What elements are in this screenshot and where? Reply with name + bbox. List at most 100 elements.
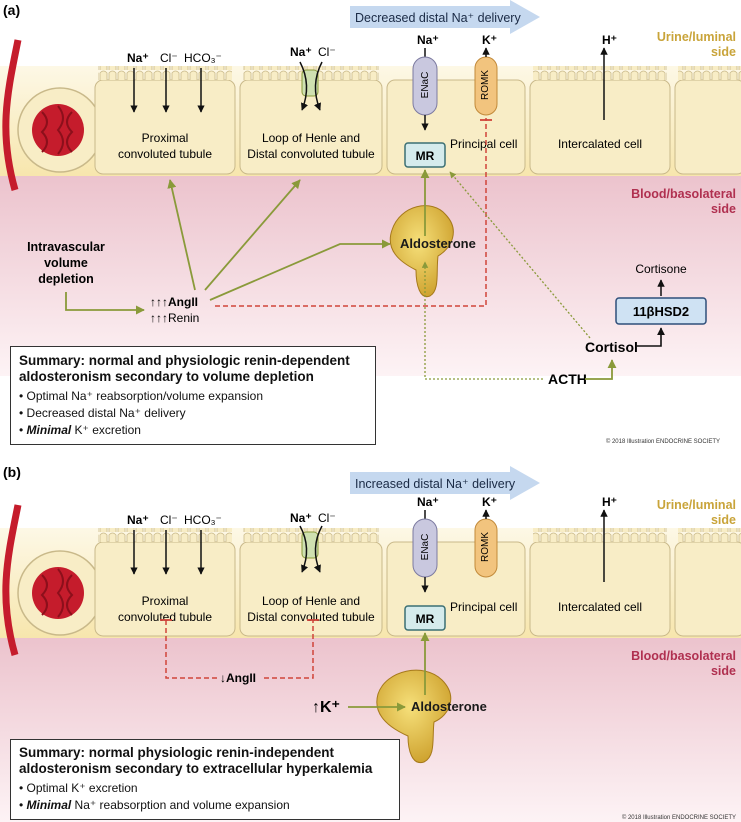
mr-box [404, 605, 446, 631]
ion-na-enac: Na⁺ [417, 33, 439, 47]
urine-side-label-2: side [711, 45, 736, 59]
blood-zone [0, 176, 741, 376]
label-loop-2: Distal convoluted tubule [247, 610, 375, 624]
glomerulus [2, 504, 103, 656]
label-proximal-2: convoluted tubule [118, 610, 212, 624]
volume-label-3: depletion [38, 272, 94, 286]
summary-item-a-3-em: Minimal [26, 423, 72, 437]
banner-text: Decreased distal Na⁺ delivery [355, 11, 521, 25]
cell-intercalated [529, 528, 671, 637]
cell-proximal [94, 528, 236, 637]
summary-item-b-2-em: Minimal [26, 798, 72, 812]
ion-cl-proximal: Cl⁻ [160, 51, 178, 65]
mr-label: MR [416, 612, 435, 626]
glomerulus [2, 39, 103, 191]
banner-text: Increased distal Na⁺ delivery [355, 477, 516, 491]
cell-partial [674, 528, 741, 637]
dotted-acth-aldo [421, 261, 543, 380]
ion-hco3-proximal: HCO₃⁻ [184, 51, 222, 65]
romk-label: ROMK [480, 532, 491, 562]
cell-proximal [94, 66, 236, 175]
ion-na-proximal: Na⁺ [127, 51, 149, 65]
blood-side-label-2: side [711, 664, 736, 678]
banner-arrow [350, 0, 540, 34]
label-loop-2: Distal convoluted tubule [247, 147, 375, 161]
arrow-angii-loop [204, 179, 301, 291]
enac-label: ENaC [420, 534, 431, 561]
label-loop-1: Loop of Henle and [262, 594, 360, 608]
arrow-cortisol-hsd [636, 327, 665, 347]
aldosterone-label: Aldosterone [411, 699, 487, 714]
mr-box [404, 142, 446, 168]
summary-box-a: Summary: normal and physiologic renin-de… [10, 346, 376, 445]
summary-item-a-2: Decreased distal Na⁺ delivery [19, 405, 367, 422]
label-proximal-2: convoluted tubule [118, 147, 212, 161]
cell-partial [674, 66, 741, 175]
summary-title-a: Summary: normal and physiologic renin-de… [19, 353, 350, 384]
cortisol-label: Cortisol [585, 339, 638, 355]
ion-cl-loop: Cl⁻ [318, 45, 336, 59]
banner-arrow [350, 466, 540, 500]
blood-side-label-1: Blood/basolateral [631, 187, 736, 201]
potassium-label: ↑K⁺ [312, 699, 340, 716]
renin-label: ↑↑↑Renin [150, 311, 199, 325]
angii-label: ↓AngII [220, 671, 256, 685]
hsd-box [615, 297, 707, 325]
ion-h-intercalated: H⁺ [602, 33, 617, 47]
enac-label: ENaC [420, 72, 431, 99]
ion-na-enac: Na⁺ [417, 495, 439, 509]
mr-label: MR [416, 149, 435, 163]
summary-box-b: Summary: normal physiologic renin-indepe… [10, 739, 400, 820]
aldosterone-label: Aldosterone [400, 236, 476, 251]
summary-item-b-1: Optimal K⁺ excretion [19, 780, 391, 797]
arrow-cl-loop [313, 525, 323, 573]
copyright-a: © 2018 Illustration ENDOCRINE SOCIETY [606, 438, 720, 445]
ion-hco3-proximal: HCO₃⁻ [184, 513, 222, 527]
blood-side-label-1: Blood/basolateral [631, 649, 736, 663]
arrow-angii-aldo [209, 239, 391, 301]
arrow-acth-cortisol [585, 359, 617, 380]
urine-side-label-1: Urine/luminal [657, 30, 736, 44]
arrow-cl-loop [314, 61, 323, 111]
urine-side-label-2: side [711, 513, 736, 527]
ion-k-romk: K⁺ [482, 495, 497, 509]
summary-item-a-3-rest: K⁺ excretion [71, 423, 141, 437]
dotted-cortisol-mr [449, 171, 591, 339]
acth-label: ACTH [548, 371, 587, 387]
ion-h-intercalated: H⁺ [602, 495, 617, 509]
ion-na-loop: Na⁺ [290, 511, 312, 525]
adrenal-gland [376, 669, 452, 764]
label-proximal-1: Proximal [142, 594, 189, 608]
panel-a: (a) Decreased distal Na⁺ delivery [0, 0, 741, 445]
ion-cl-loop: Cl⁻ [318, 511, 336, 525]
copyright-b: © 2018 Illustration ENDOCRINE SOCIETY [622, 814, 736, 821]
summary-item-a-3: Minimal K⁺ excretion [19, 422, 367, 439]
dashed-romk-inhibition [215, 118, 487, 307]
intercalated-cell-label: Intercalated cell [558, 600, 642, 614]
summary-item-b-2: Minimal Na⁺ reabsorption and volume expa… [19, 797, 391, 814]
principal-cell-label: Principal cell [450, 137, 517, 151]
panel-tag: (b) [3, 464, 21, 480]
blood-side-label-2: side [711, 202, 736, 216]
label-loop-1: Loop of Henle and [262, 131, 360, 145]
arrow-angii-proximal [167, 179, 196, 291]
principal-cell-label: Principal cell [450, 600, 517, 614]
adrenal-gland [389, 205, 454, 298]
romk-label: ROMK [480, 70, 491, 100]
ion-k-romk: K⁺ [482, 33, 497, 47]
ion-na-loop: Na⁺ [290, 45, 312, 59]
arrow-volume-angii [65, 292, 145, 315]
dashed-angii-proximal [165, 620, 218, 679]
panel-tag: (a) [3, 2, 20, 18]
dashed-angii-loop [264, 620, 314, 679]
summary-item-a-1: Optimal Na⁺ reabsorption/volume expansio… [19, 388, 367, 405]
angii-label: ↑↑↑AngII [150, 295, 198, 309]
ion-na-proximal: Na⁺ [127, 513, 149, 527]
cortisone-label: Cortisone [635, 262, 687, 276]
arrow-na-loop [299, 525, 309, 573]
summary-list-b: Optimal K⁺ excretion Minimal Na⁺ reabsor… [19, 780, 391, 814]
label-proximal-1: Proximal [142, 131, 189, 145]
hsd-label: 11βHSD2 [633, 304, 689, 319]
ion-cl-proximal: Cl⁻ [160, 513, 178, 527]
summary-list-a: Optimal Na⁺ reabsorption/volume expansio… [19, 388, 367, 439]
